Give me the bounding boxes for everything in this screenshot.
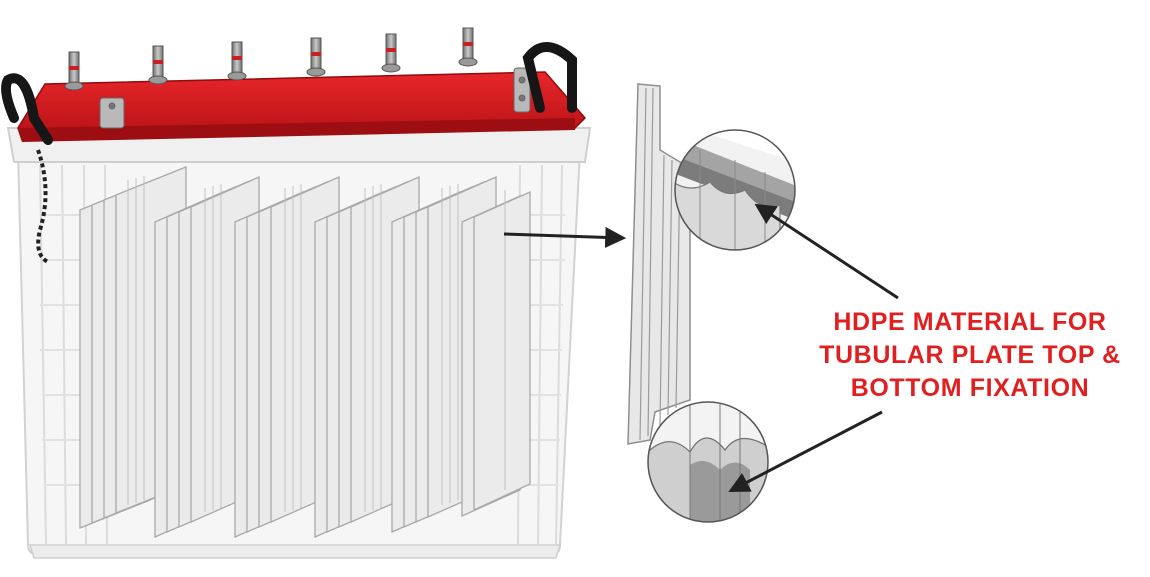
zoom-detail-bottom bbox=[647, 401, 769, 523]
callout-arrow-bottom bbox=[728, 410, 883, 492]
battery-lid bbox=[17, 71, 587, 142]
plate-tube-lines bbox=[127, 176, 506, 512]
carry-handle-icon bbox=[1, 42, 577, 145]
single-tubular-plate bbox=[627, 83, 691, 445]
zoom-detail-top bbox=[674, 129, 796, 251]
carry-rope bbox=[36, 149, 50, 264]
tubular-plate-stacks bbox=[79, 166, 531, 538]
callout-arrow-top bbox=[754, 203, 899, 300]
plate-stack-6 bbox=[461, 190, 531, 518]
callout-line-3: BOTTOM FIXATION bbox=[850, 374, 1090, 402]
callout-line-2: TUBULAR PLATE TOP & bbox=[819, 341, 1121, 369]
callout-label: HDPE MATERIAL FOR TUBULAR PLATE TOP & BO… bbox=[790, 306, 1150, 405]
lid-connector-brackets bbox=[99, 67, 531, 129]
pointer-arrow-icon bbox=[503, 226, 627, 248]
callout-line-1: HDPE MATERIAL FOR bbox=[833, 308, 1107, 336]
terminal-post-icon bbox=[64, 27, 478, 91]
